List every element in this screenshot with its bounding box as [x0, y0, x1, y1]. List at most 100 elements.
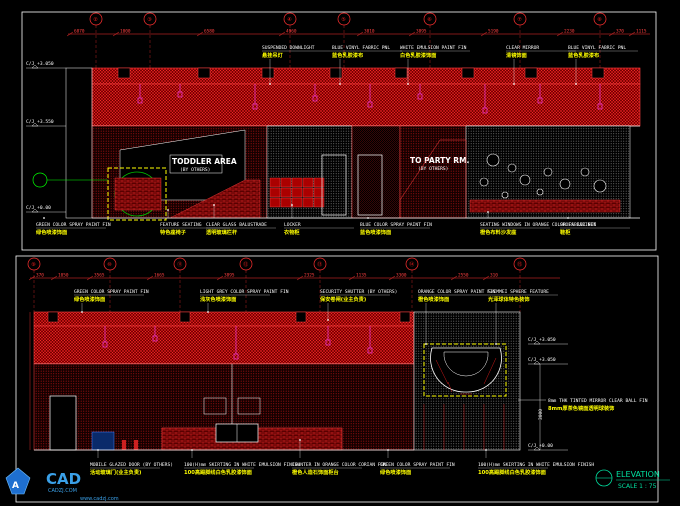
- dimension-value: 2550: [458, 273, 469, 279]
- callout-en: 100(H)mm SKIRTING IN WHITE EMULSION FINI…: [184, 462, 300, 468]
- side-note-zh: 8mm厚茶色镜面透明球装饰: [548, 404, 614, 412]
- level-marker: C/J +3.050: [26, 61, 54, 67]
- callout-en: GREEN COLOR SPRAY PAINT FIN: [74, 289, 149, 295]
- callout-en: BLUE VINYL FABRIC PNL: [332, 45, 390, 51]
- dimension-value: 370: [616, 29, 624, 35]
- grid-bubble: [513, 12, 527, 26]
- callout-zh: 白色乳胶漆饰面: [400, 51, 436, 59]
- top-pendant-lights: [137, 84, 603, 114]
- top-left-section: [65, 67, 93, 219]
- callout-en: GREEN COLOR SPRAY PAINT FIN: [36, 222, 111, 228]
- top-red-fabric-wall: [91, 83, 641, 127]
- grid-bubble: [337, 12, 351, 26]
- dimension-value: 3300: [396, 273, 407, 279]
- level-marker: C/J +0.00: [26, 205, 51, 211]
- callout-zh: 蓝色乳胶漆布: [332, 51, 363, 59]
- grid-bubble: [103, 257, 117, 271]
- grid-label: ④: [287, 17, 292, 23]
- grid-bubble: [283, 12, 297, 26]
- grid-label: ②: [93, 17, 98, 23]
- svg-text:A: A: [12, 481, 19, 491]
- section-marker: [32, 172, 48, 188]
- callout-en: SHIMMEI SPHERE FEATURE: [488, 289, 549, 295]
- callout-zh: 悬挂吊灯: [261, 51, 284, 59]
- dimension-value: 2230: [564, 29, 575, 35]
- callout-zh: 橙色布料沙发座: [480, 228, 517, 236]
- grid-bubble: [89, 12, 103, 26]
- callout-zh: 光泽球体特色装饰: [487, 295, 530, 303]
- grid-bubble: [173, 257, 187, 271]
- callout-en: SUSPENDED DOWNLIGHT: [262, 45, 315, 51]
- grid-bubble: [143, 12, 157, 26]
- grid-label: ⑭: [409, 261, 414, 268]
- dimension-value: 3565: [94, 273, 105, 279]
- elevation-scale: SCALE 1 : 75: [618, 483, 657, 490]
- callout-zh: 保安卷闸(业主负责): [319, 295, 366, 303]
- callout-zh: 衣物柜: [284, 228, 300, 236]
- dimension-value: 2325: [304, 273, 315, 279]
- party-room-sub: (BY OTHERS): [418, 166, 448, 172]
- bottom-red-wall: [33, 325, 415, 365]
- watermark-url: www.cadzj.com: [80, 496, 119, 502]
- dimension-value: 4960: [286, 29, 297, 35]
- elevation-title: ELEVATION: [616, 470, 660, 479]
- level-marker: C/J +0.00: [528, 443, 553, 449]
- callout-en: LOCKER: [284, 222, 301, 228]
- porthole-windows: [479, 153, 607, 199]
- grid-bubble: [27, 257, 41, 271]
- callout-en: ORANGE COLOR SPRAY PAINT FIN: [418, 289, 496, 295]
- grid-bubble: [513, 257, 527, 271]
- toddler-sign-panel: [169, 154, 223, 174]
- dimension-value: 3010: [364, 29, 375, 35]
- sphere-feature-highlight: [423, 343, 507, 397]
- callout-zh: 橙色喷漆饰面: [418, 295, 449, 303]
- grid-label: ⑥: [427, 17, 432, 23]
- grid-bubble: [593, 12, 607, 26]
- grid-bubble: [313, 257, 327, 271]
- grid-bubble: [423, 12, 437, 26]
- callout-zh: 特色座椅子: [160, 228, 187, 236]
- party-room-label: TO PARTY RM.: [410, 156, 470, 165]
- grid-label: ⑪: [177, 261, 182, 268]
- callout-zh: 橙色人造石饰面柜台: [292, 468, 339, 476]
- callout-en: SEATING WINDOWS IN ORANGE COLOR FABRIC F…: [480, 222, 596, 228]
- callout-en: CLEAR MIRROR: [506, 45, 539, 51]
- top-ceiling-notches: [117, 67, 605, 79]
- callout-zh: 蓝色乳胶漆布: [568, 51, 599, 59]
- callout-en: CLEAR GLASS BALUSTRADE: [206, 222, 267, 228]
- callout-en: GREEN COLOR SPRAY PAINT FIN: [380, 462, 455, 468]
- toddler-area-label: TODDLER AREA: [172, 157, 237, 166]
- callout-en: COUNTER IN ORANGE COLOR CORIAN FIN: [292, 462, 386, 468]
- dimension-value: 1135: [356, 273, 367, 279]
- callout-en: BLUE COLOR SPRAY PAINT FIN: [360, 222, 432, 228]
- callout-zh: 100高踢脚线白色乳胶漆饰面: [478, 468, 546, 476]
- watermark-brand: CAD: [46, 470, 81, 488]
- grid-label: ⑦: [517, 17, 522, 23]
- grid-label: ⑬: [317, 261, 322, 268]
- bottom-ceiling-band: [33, 311, 415, 327]
- callout-zh: 绿色喷漆饰面: [36, 228, 67, 236]
- dimension-value: 3895: [416, 29, 427, 35]
- dimension-value: 6870: [74, 29, 85, 35]
- grid-label: ⑮: [517, 261, 522, 268]
- title-block: ELEVATION SCALE 1 : 75: [595, 469, 670, 490]
- grid-label: ⑩: [107, 262, 112, 268]
- side-note-en: 8mm THK TINTED MIRROR CLEAR BALL FIN: [548, 398, 648, 404]
- dimension-value: 1115: [636, 29, 647, 35]
- cad-watermark: A CAD CADZJ.COM www.cadzj.com: [5, 467, 119, 502]
- grid-bubble: [239, 257, 253, 271]
- locker-grid: [269, 177, 325, 208]
- callout-zh: 绿色喷漆饰面: [380, 468, 411, 476]
- bottom-drawing-frame: [15, 255, 659, 503]
- top-drawing-frame: [21, 11, 657, 251]
- callout-en: BLUE VINYL FABRIC PNL: [568, 45, 626, 51]
- callout-zh: 100高踢脚线白色乳胶漆饰面: [184, 468, 252, 476]
- dimension-value: 1000: [120, 29, 131, 35]
- watermark-sub: CADZJ.COM: [48, 488, 77, 494]
- grid-bubble: [405, 257, 419, 271]
- feature-seating-highlight: [107, 167, 167, 221]
- dimension-value: 3895: [224, 273, 235, 279]
